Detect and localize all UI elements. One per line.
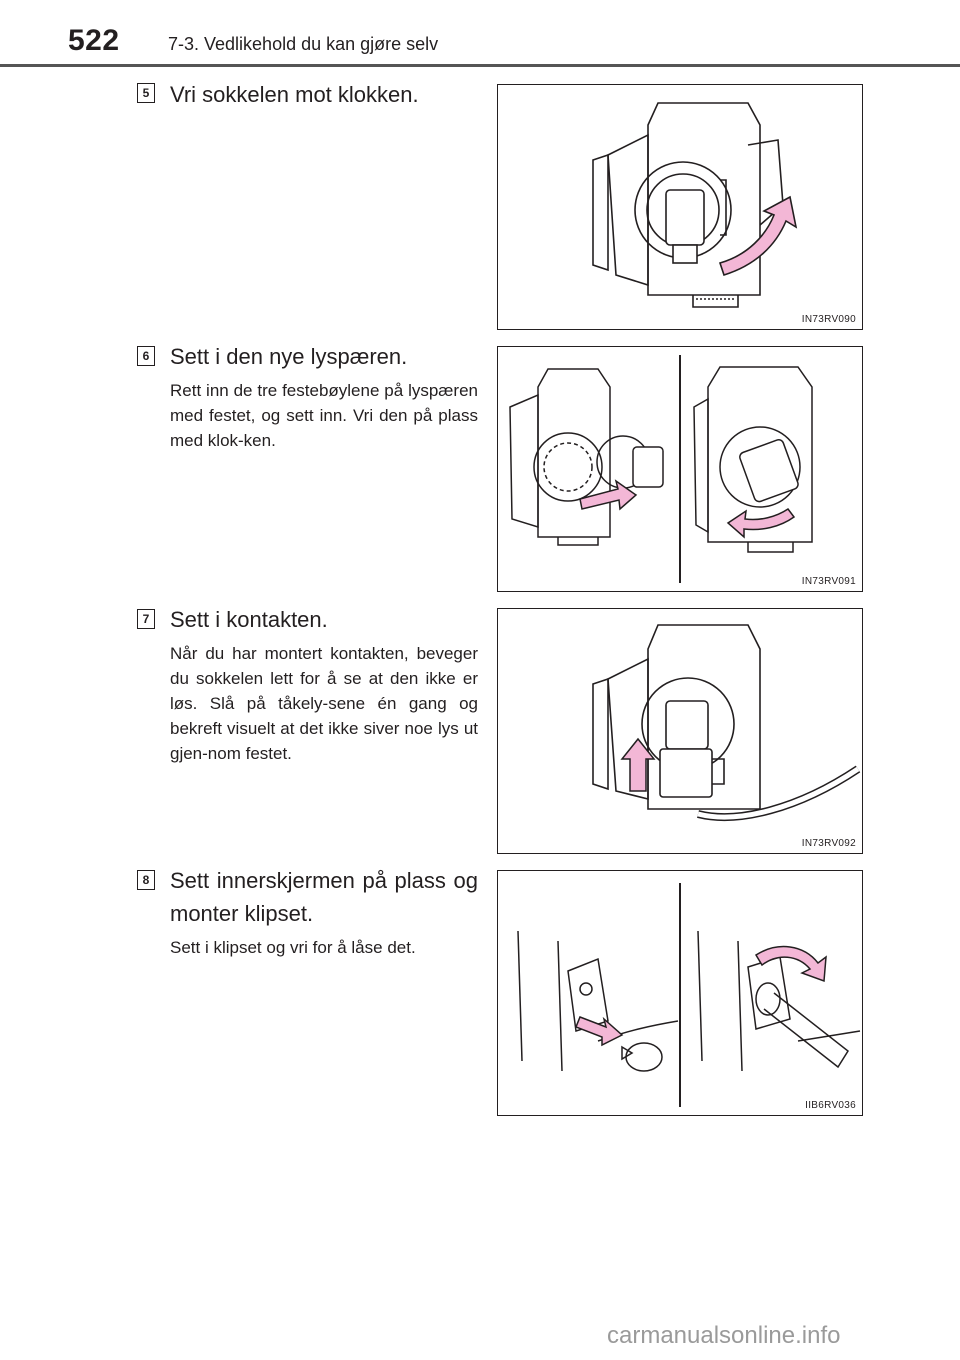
step-number-badge: 8 [137, 870, 155, 890]
figure-code: IN73RV090 [801, 314, 856, 325]
section-title: 7-3. Vedlikehold du kan gjøre selv [168, 34, 439, 54]
page-number: 522 [68, 24, 120, 57]
rotation-arrow [726, 507, 796, 539]
step-title: Sett i den nye lyspæren. [170, 344, 408, 369]
socket-ccw-illustration [592, 102, 798, 308]
step-number-badge: 5 [137, 83, 155, 103]
illustration-install-clip: IIB6RV036 [497, 870, 863, 1116]
step-body: Rett inn de tre festebøylene på lyspæren… [170, 381, 478, 450]
insert-arrow [575, 1016, 624, 1047]
illustration-remove-socket: IN73RV090 [497, 84, 863, 330]
illustration-connect-plug: IN73RV092 [497, 608, 863, 854]
push-arrow [620, 737, 656, 792]
step-body: Sett i klipset og vri for å låse det. [170, 938, 416, 957]
step-number-badge: 6 [137, 346, 155, 366]
step-number-badge: 7 [137, 609, 155, 629]
insert-arrow [579, 479, 638, 511]
rotation-arrow [754, 945, 827, 983]
illustration-insert-bulb: IN73RV091 [497, 346, 863, 592]
header-rule [0, 64, 960, 67]
install-clip-illustration [517, 883, 861, 1107]
figure-code: IIB6RV036 [805, 1100, 856, 1111]
step-title: Sett innerskjermen på plass og monter kl… [170, 868, 478, 926]
step-body: Når du har montert kontakten, beveger du… [170, 644, 478, 763]
watermark: carmanualsonline.info [607, 1322, 841, 1349]
figure-code: IN73RV091 [801, 576, 856, 587]
step-title: Sett i kontakten. [170, 607, 328, 632]
connect-plug-illustration [592, 624, 861, 821]
insert-bulb-illustration [509, 355, 813, 583]
figure-code: IN73RV092 [801, 838, 856, 849]
step-title: Vri sokkelen mot klokken. [170, 82, 419, 107]
rotation-arrow [718, 195, 798, 276]
